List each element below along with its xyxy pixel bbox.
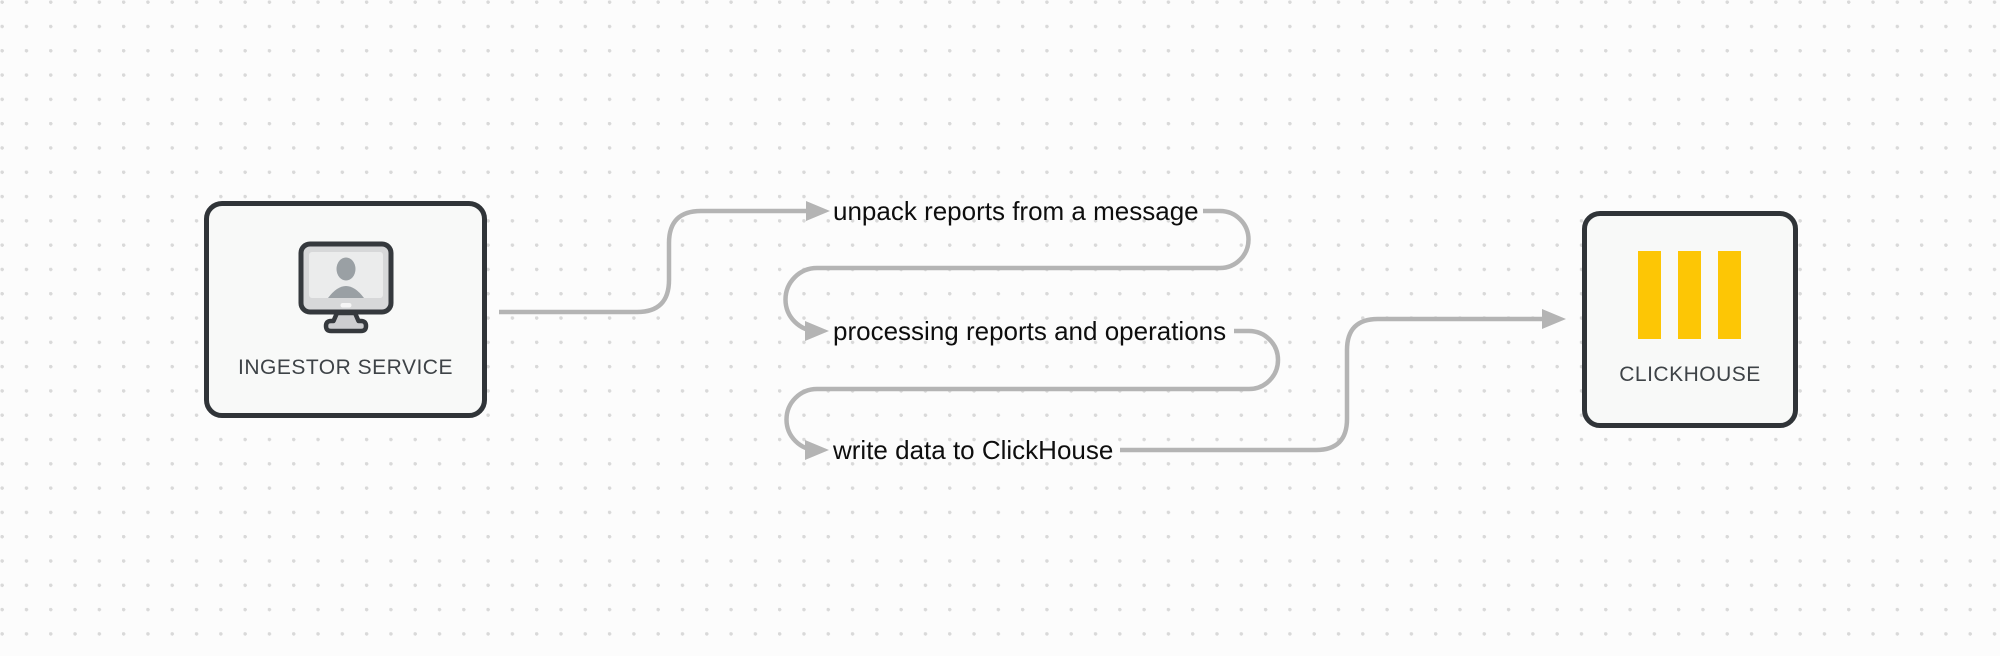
arrowhead-step1-icon [806, 201, 830, 221]
node-clickhouse[interactable]: CLICKHOUSE [1582, 211, 1798, 428]
connector-step3-to-clickhouse [1120, 316, 1544, 453]
node-label-ingestor: INGESTOR SERVICE [238, 356, 453, 379]
arrowhead-step2-icon [805, 321, 829, 341]
monitor-user-icon [298, 241, 393, 334]
node-ingestor-service[interactable]: INGESTOR SERVICE [204, 201, 487, 418]
clickhouse-logo-icon [1638, 251, 1741, 339]
connector-ingestor-to-step1 [499, 208, 808, 315]
node-label-clickhouse: CLICKHOUSE [1619, 363, 1761, 386]
connector-step2-to-step3 [784, 328, 1281, 453]
arrowhead-clickhouse-icon [1542, 309, 1566, 329]
step-label-write[interactable]: write data to ClickHouse [833, 435, 1114, 465]
step-label-processing[interactable]: processing reports and operations [833, 316, 1227, 346]
arrowhead-step3-icon [805, 440, 829, 460]
connector-step1-to-step2 [783, 208, 1251, 334]
step-label-unpack[interactable]: unpack reports from a message [833, 196, 1199, 226]
